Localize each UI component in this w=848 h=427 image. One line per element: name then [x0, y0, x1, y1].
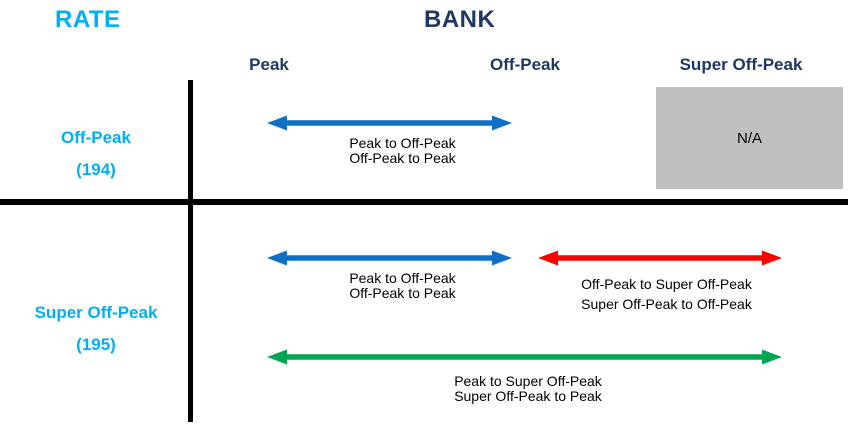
axis-horizontal-line — [0, 199, 848, 205]
na-cell: N/A — [656, 87, 843, 189]
arrow-label-peak-superoffpeak-row2: Peak to Super Off-Peak Super Off-Peak to… — [454, 373, 602, 404]
rate-row-super-off-peak-code: (195) — [76, 335, 116, 354]
bank-column-off-peak: Off-Peak — [490, 55, 560, 74]
rate-row-super-off-peak: Super Off-Peak (195) — [0, 303, 192, 355]
double-arrow-peak-offpeak-row2 — [267, 250, 512, 266]
double-arrow-offpeak-superoffpeak-row2 — [538, 250, 782, 266]
rate-axis-title: RATE — [55, 6, 121, 33]
axis-vertical-line — [188, 80, 193, 422]
bank-axis-title: BANK — [424, 6, 496, 33]
arrow-label-offpeak-superoffpeak-row2: Off-Peak to Super Off-Peak Super Off-Pea… — [581, 276, 752, 312]
rate-row-off-peak: Off-Peak (194) — [0, 128, 192, 180]
bank-column-peak: Peak — [249, 55, 289, 74]
arrow-label-peak-offpeak-row2: Peak to Off-Peak Off-Peak to Peak — [349, 270, 456, 301]
double-arrow-peak-superoffpeak-row2 — [267, 349, 782, 365]
bank-column-super-off-peak: Super Off-Peak — [679, 55, 803, 74]
na-cell-label: N/A — [736, 129, 762, 147]
rate-row-off-peak-label: Off-Peak — [61, 128, 131, 147]
rate-row-off-peak-code: (194) — [76, 160, 116, 179]
double-arrow-peak-offpeak-row1 — [267, 115, 512, 131]
arrow-label-peak-offpeak-row1: Peak to Off-Peak Off-Peak to Peak — [349, 135, 456, 166]
rate-row-super-off-peak-label: Super Off-Peak — [34, 303, 158, 322]
